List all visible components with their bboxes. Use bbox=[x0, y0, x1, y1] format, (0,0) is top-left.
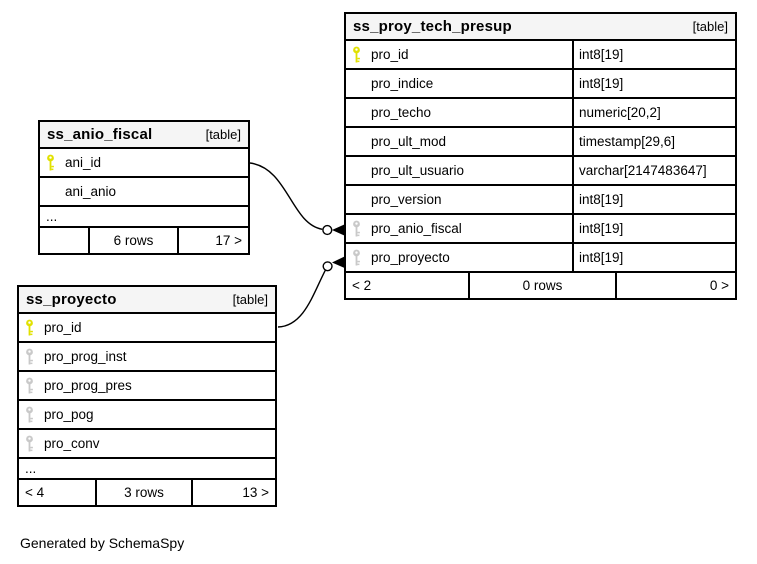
column-name: ani_anio bbox=[65, 184, 117, 199]
column-type: int8[19] bbox=[572, 186, 735, 213]
foreign-key-icon bbox=[24, 377, 36, 394]
table-header: ss_proyecto [table] bbox=[19, 287, 275, 314]
column-type: timestamp[29,6] bbox=[572, 128, 735, 155]
primary-key-icon bbox=[45, 154, 57, 171]
column-name: pro_ult_mod bbox=[371, 134, 447, 149]
table-ss-proy-tech-presup[interactable]: ss_proy_tech_presup [table] pro_id int8[… bbox=[344, 12, 737, 300]
column-name: pro_version bbox=[371, 192, 442, 207]
table-type-badge: [table] bbox=[232, 292, 268, 307]
footer-children-count: 17 > bbox=[215, 233, 242, 248]
relationship-arrow-icon bbox=[332, 224, 344, 236]
table-footer: < 2 0 rows 0 > bbox=[346, 273, 735, 298]
icon-spacer bbox=[351, 133, 363, 150]
footer-row-count: 6 rows bbox=[90, 228, 179, 253]
relationship-arrow-icon bbox=[332, 256, 344, 268]
footer-children-count: 13 > bbox=[242, 485, 269, 500]
foreign-key-icon bbox=[24, 348, 36, 365]
table-ss-anio-fiscal[interactable]: ss_anio_fiscal [table] ani_id ani_anio .… bbox=[38, 120, 250, 255]
column-name: pro_conv bbox=[44, 436, 100, 451]
primary-key-icon bbox=[24, 319, 36, 336]
foreign-key-icon bbox=[24, 406, 36, 423]
column-row: pro_id int8[19] bbox=[346, 41, 735, 70]
relationship-dot-icon bbox=[322, 261, 333, 272]
column-row: pro_prog_pres bbox=[19, 372, 275, 401]
column-type: int8[19] bbox=[572, 41, 735, 68]
table-footer: < 4 3 rows 13 > bbox=[19, 480, 275, 505]
column-row: ani_id bbox=[40, 149, 248, 178]
footer-children-count: 0 > bbox=[709, 278, 729, 293]
table-footer: 6 rows 17 > bbox=[40, 228, 248, 253]
column-row: pro_id bbox=[19, 314, 275, 343]
column-name: pro_ult_usuario bbox=[371, 163, 465, 178]
icon-spacer bbox=[351, 75, 363, 92]
footer-parents-count bbox=[40, 228, 90, 253]
column-row: pro_techo numeric[20,2] bbox=[346, 99, 735, 128]
column-name: pro_pog bbox=[44, 407, 94, 422]
foreign-key-icon bbox=[24, 435, 36, 452]
column-name: pro_id bbox=[44, 320, 82, 335]
ellipsis-row: ... bbox=[40, 207, 248, 228]
foreign-key-icon bbox=[351, 220, 363, 237]
column-row: ani_anio bbox=[40, 178, 248, 207]
column-name: pro_anio_fiscal bbox=[371, 221, 462, 236]
column-row: pro_ult_usuario varchar[2147483647] bbox=[346, 157, 735, 186]
column-type: varchar[2147483647] bbox=[572, 157, 735, 184]
column-type: int8[19] bbox=[572, 215, 735, 242]
icon-spacer bbox=[351, 191, 363, 208]
footer-row-count: 0 rows bbox=[470, 273, 617, 298]
table-type-badge: [table] bbox=[205, 127, 241, 142]
column-row: pro_version int8[19] bbox=[346, 186, 735, 215]
footer-parents-count: < 2 bbox=[346, 273, 470, 298]
column-row: pro_pog bbox=[19, 401, 275, 430]
icon-spacer bbox=[351, 162, 363, 179]
column-name: pro_id bbox=[371, 47, 409, 62]
relationship-dot-icon bbox=[322, 224, 333, 236]
icon-spacer bbox=[351, 104, 363, 121]
generated-by-note: Generated by SchemaSpy bbox=[20, 535, 185, 551]
column-row: pro_conv bbox=[19, 430, 275, 459]
column-type: int8[19] bbox=[572, 70, 735, 97]
table-ss-proyecto[interactable]: ss_proyecto [table] pro_id pro_prog_inst… bbox=[17, 285, 277, 507]
column-name: pro_prog_pres bbox=[44, 378, 132, 393]
column-name: pro_indice bbox=[371, 76, 434, 91]
footer-parents-count: < 4 bbox=[19, 480, 97, 505]
ellipsis-row: ... bbox=[19, 459, 275, 480]
column-row: pro_indice int8[19] bbox=[346, 70, 735, 99]
column-type: int8[19] bbox=[572, 244, 735, 271]
column-name: ani_id bbox=[65, 155, 102, 170]
relationship-line-anio-fiscal bbox=[249, 162, 323, 230]
column-type: numeric[20,2] bbox=[572, 99, 735, 126]
column-row: pro_proyecto int8[19] bbox=[346, 244, 735, 273]
relationship-line-proyecto bbox=[277, 269, 326, 328]
column-row: pro_prog_inst bbox=[19, 343, 275, 372]
column-row: pro_ult_mod timestamp[29,6] bbox=[346, 128, 735, 157]
table-header: ss_proy_tech_presup [table] bbox=[346, 14, 735, 41]
column-row: pro_anio_fiscal int8[19] bbox=[346, 215, 735, 244]
column-name: pro_proyecto bbox=[371, 250, 450, 265]
table-title[interactable]: ss_proy_tech_presup bbox=[353, 18, 512, 35]
table-title[interactable]: ss_proyecto bbox=[26, 291, 117, 308]
table-title[interactable]: ss_anio_fiscal bbox=[47, 126, 153, 143]
foreign-key-icon bbox=[351, 249, 363, 266]
primary-key-icon bbox=[351, 46, 363, 63]
column-name: pro_techo bbox=[371, 105, 432, 120]
table-type-badge: [table] bbox=[692, 19, 728, 34]
footer-row-count: 3 rows bbox=[97, 480, 193, 505]
icon-spacer bbox=[45, 183, 57, 200]
column-name: pro_prog_inst bbox=[44, 349, 127, 364]
table-header: ss_anio_fiscal [table] bbox=[40, 122, 248, 149]
